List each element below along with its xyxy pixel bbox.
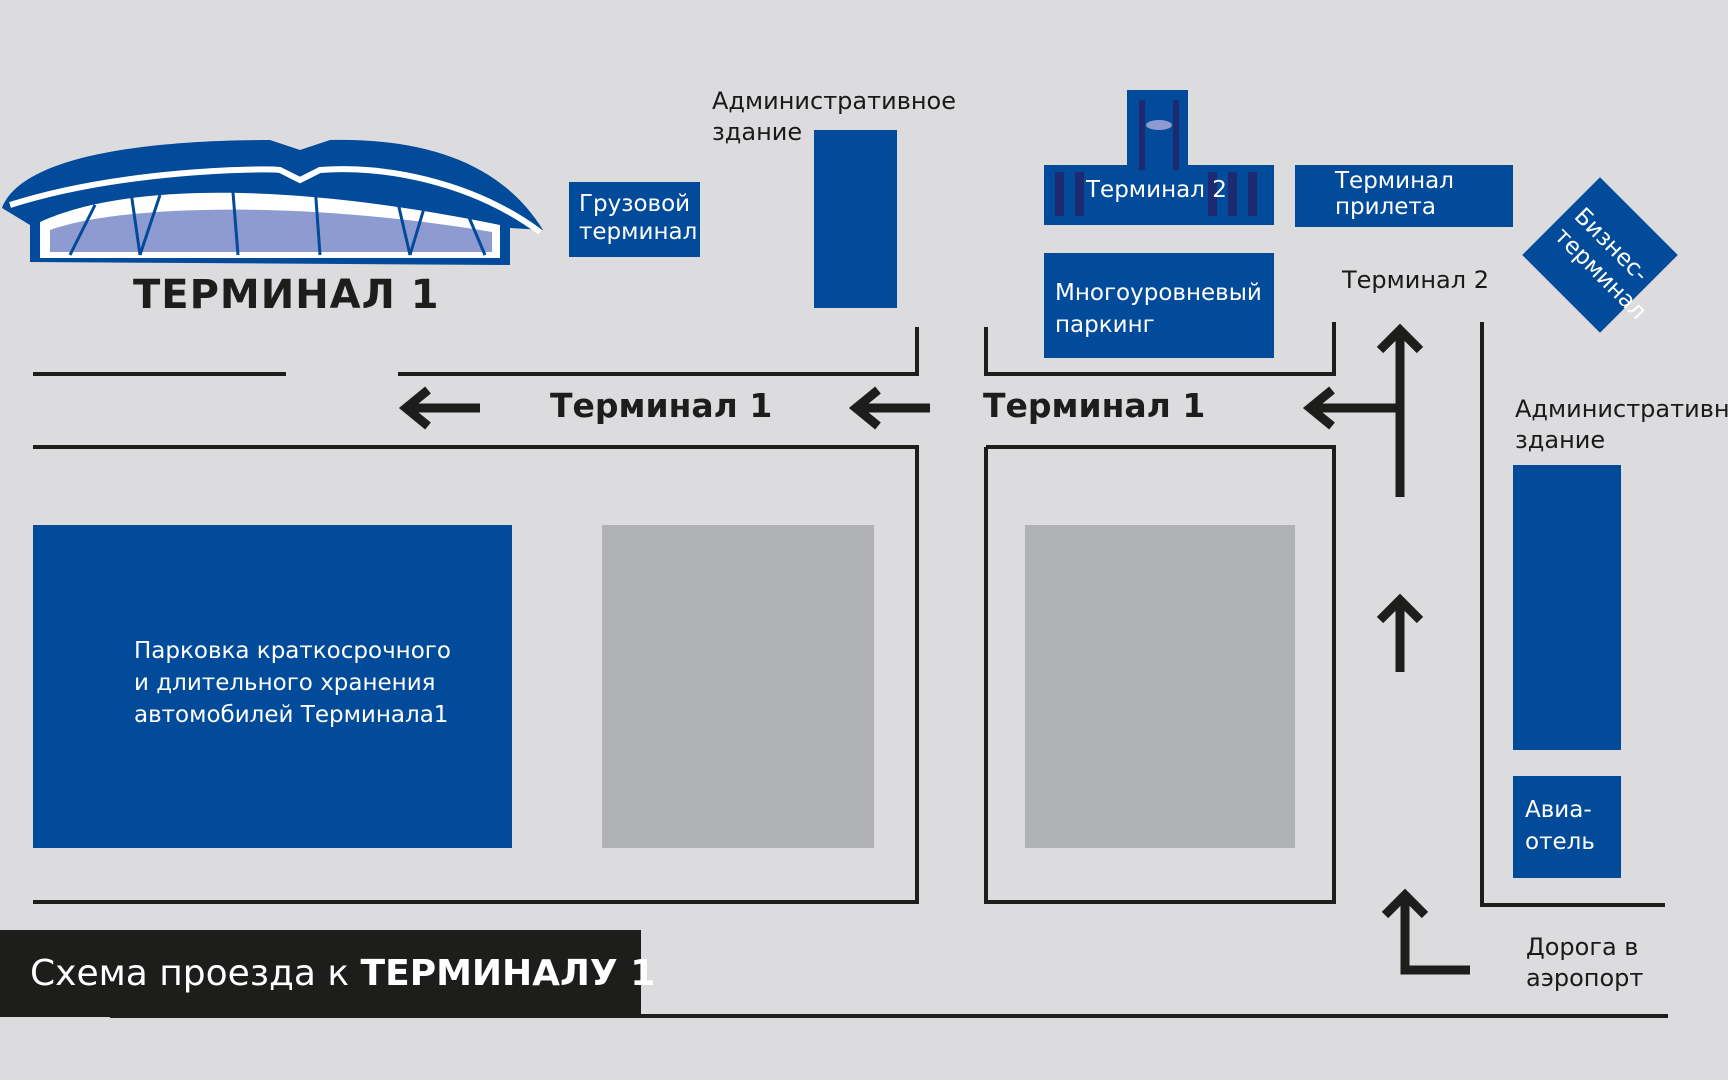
airport-road-label: Дорога в аэропорт xyxy=(1526,933,1644,992)
arrow-left-icon xyxy=(398,386,480,430)
gray-block-left xyxy=(602,525,874,848)
road-sign-terminal1-right: Терминал 1 xyxy=(983,386,1206,425)
map-title-bold: ТЕРМИНАЛУ 1 xyxy=(360,953,656,994)
multilevel-parking-building xyxy=(1044,253,1274,358)
terminal1-logo-text: ТЕРМИНАЛ 1 xyxy=(133,272,440,318)
terminal2-building xyxy=(1044,90,1274,225)
cargo-terminal-label: Грузовой терминал xyxy=(579,191,698,245)
cargo-terminal-building xyxy=(569,182,700,257)
admin-building-top xyxy=(814,130,897,308)
arrival-terminal-label: Терминал прилета xyxy=(1335,168,1454,220)
business-terminal-building xyxy=(1522,177,1678,333)
terminal1-building-icon xyxy=(2,139,543,265)
parking-t1-area xyxy=(33,525,512,848)
arrival-terminal-building xyxy=(1295,165,1513,227)
admin-building-top-label: Административное здание xyxy=(712,87,956,146)
avia-hotel-label: Авиа- отель xyxy=(1525,797,1595,855)
parking-t1-label: Парковка краткосрочного и длительного хр… xyxy=(134,638,451,728)
road-sign-terminal1-left: Терминал 1 xyxy=(550,386,773,425)
admin-building-right-label: Административное здание xyxy=(1515,395,1728,454)
arrow-junction-icon xyxy=(1302,323,1424,497)
avia-hotel-building xyxy=(1513,776,1621,878)
terminal2-road-label: Терминал 2 xyxy=(1342,266,1489,294)
arrow-left-icon xyxy=(848,386,930,430)
multilevel-parking-label: Многоуровневый паркинг xyxy=(1055,280,1262,338)
turn-up-icon xyxy=(1381,888,1470,975)
map-title-bar: Схема проезда к ТЕРМИНАЛУ 1 xyxy=(0,930,655,1017)
admin-building-right xyxy=(1513,465,1621,750)
gray-block-right xyxy=(1025,525,1295,848)
map-title-normal: Схема проезда к xyxy=(30,953,361,994)
terminal2-building-label: Терминал 2 xyxy=(1086,177,1227,203)
arrow-up-icon xyxy=(1376,593,1424,672)
